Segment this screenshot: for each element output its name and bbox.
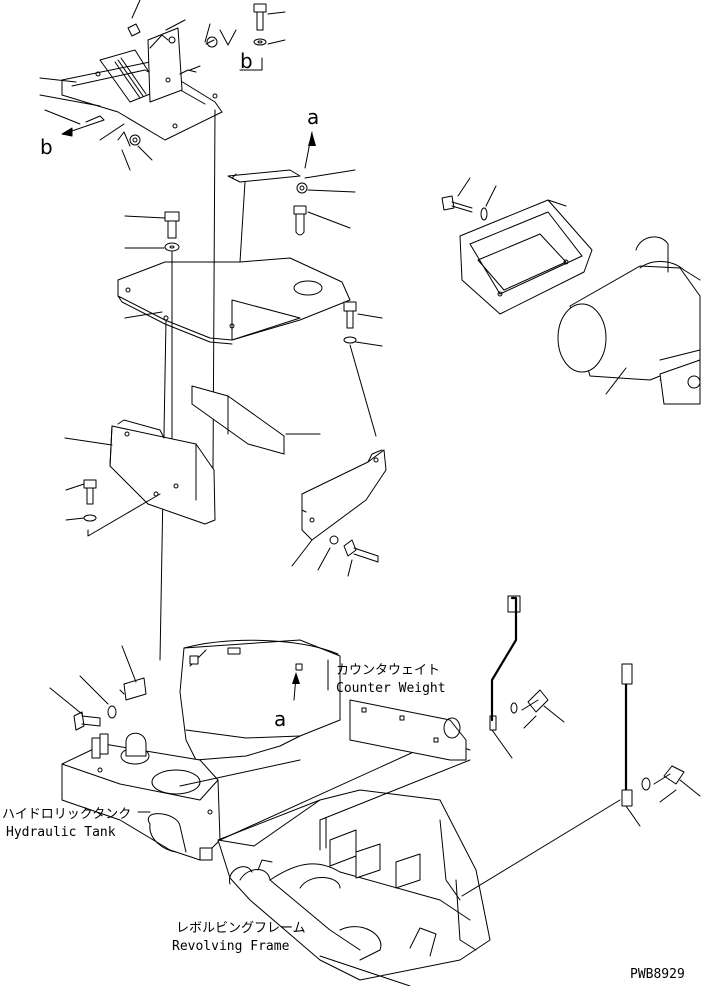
- left-bracket: [64, 419, 216, 525]
- bolt-muffler: [441, 177, 497, 221]
- bolt-top-right: [253, 3, 267, 46]
- counterweight-block: [349, 699, 467, 761]
- hydraulic-tank-label-en: Hydraulic Tank: [6, 825, 116, 840]
- ref-label-a-bottom: a: [274, 707, 286, 731]
- bolt-middle-right: [343, 301, 383, 347]
- leader-plate-left: [124, 311, 163, 319]
- ref-arrow-a-bottom: a: [274, 672, 300, 731]
- bolt-middle-left: [124, 211, 180, 252]
- leader-plate-latch: [239, 181, 246, 263]
- counter-weight-label-jp: カウンタウェイト: [336, 663, 440, 678]
- latch-plate: [227, 169, 356, 236]
- ref-label-b-right-group: b: [240, 49, 253, 73]
- ref-arrow-b-left: b: [40, 119, 105, 159]
- hydraulic-tank-label-jp: ハイドロリックタンク: [2, 807, 131, 822]
- revolving-frame-label-en: Revolving Frame: [172, 939, 290, 954]
- leader-lines-top: [39, 0, 286, 171]
- revolving-frame-label-jp: レボルビングフレーム: [176, 921, 306, 936]
- muffler-body: [557, 236, 701, 405]
- muffler-cover: [459, 199, 593, 315]
- alignment-lines: [159, 109, 377, 661]
- bolt-right-bracket: [291, 535, 379, 577]
- revolving-frame: [217, 789, 491, 986]
- revolving-frame-label: レボルビングフレーム Revolving Frame: [172, 921, 306, 954]
- top-mounting-plate: [61, 23, 237, 147]
- ref-label-a-top: a: [307, 105, 319, 129]
- bolt-left-bracket: [65, 479, 161, 537]
- ref-arrow-a-top: a: [304, 105, 319, 169]
- insulation-pad: [191, 385, 321, 455]
- counterweight: [179, 639, 341, 761]
- drawing-code: PWB8929: [630, 967, 685, 982]
- stay-rod-left: [489, 595, 565, 759]
- middle-cover-plate: [117, 257, 351, 345]
- right-bracket: [301, 449, 387, 541]
- hydraulic-tank: [61, 732, 221, 861]
- bolt-left-frame: [49, 675, 117, 731]
- hydraulic-tank-label: ハイドロリックタンク Hydraulic Tank: [2, 807, 151, 840]
- stay-rod-right: [621, 663, 701, 827]
- ref-label-b-left: b: [40, 135, 53, 159]
- ref-label-b-right: b: [240, 49, 253, 73]
- latch-bracket: [119, 645, 147, 701]
- counter-weight-label: カウンタウェイト Counter Weight: [327, 659, 446, 696]
- counter-weight-label-en: Counter Weight: [336, 681, 446, 696]
